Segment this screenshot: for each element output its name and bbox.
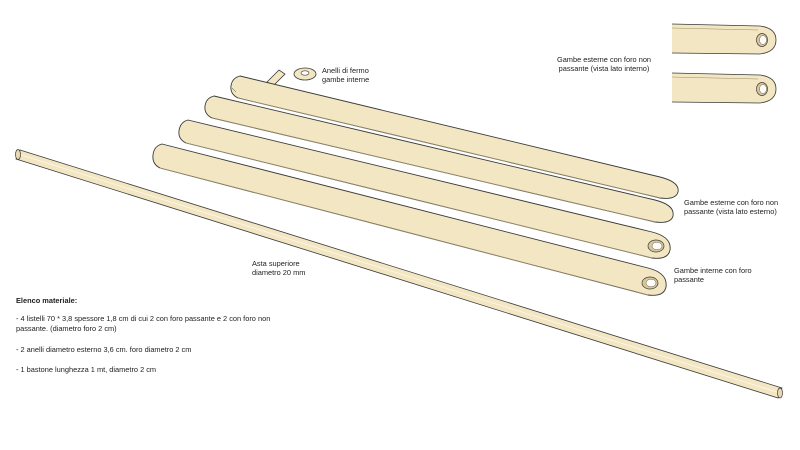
inset-leg-bottom: [671, 72, 777, 104]
slat-3: [178, 119, 671, 259]
slat-4: [152, 143, 667, 296]
label-inner-legs: Gambe interne con foro passante: [674, 266, 752, 284]
label-rings: Anelli di fermo gambe interne: [322, 66, 370, 84]
materials-title: Elenco materiale:: [16, 296, 78, 305]
label-inset: Gambe esterne con foro non passante (vis…: [556, 55, 652, 73]
materials-item-3: - 1 bastone lunghezza 1 mt, diametro 2 c…: [16, 365, 157, 374]
materials-item-2: - 2 anelli diametro esterno 3,6 cm. foro…: [16, 345, 192, 354]
rings: [266, 67, 317, 87]
label-outer-legs: Gambe esterne con foro non passante (vis…: [684, 198, 779, 216]
slat-2: [204, 95, 674, 223]
materials-item-1: - 4 listelli 70 * 3,8 spessore 1,8 cm di…: [16, 314, 271, 333]
inset-leg-top: [671, 23, 777, 55]
label-rod: Asta superiore diametro 20 mm: [252, 259, 306, 277]
top-rod: [15, 149, 783, 399]
slat-1: [230, 75, 679, 199]
